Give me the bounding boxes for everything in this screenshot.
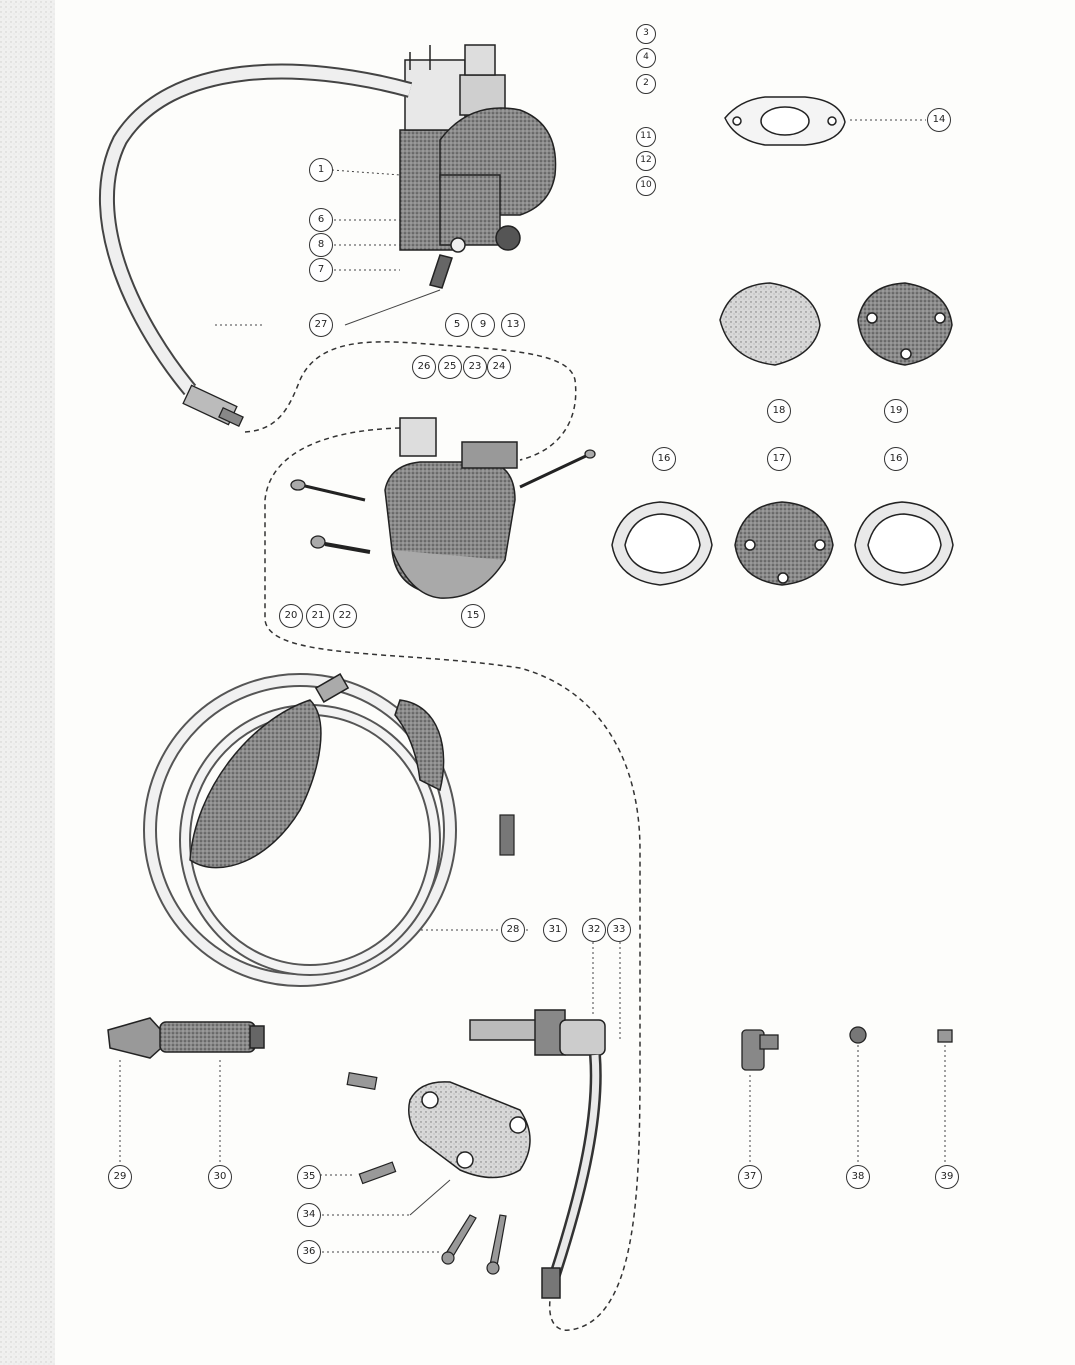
callout-9: 9: [471, 313, 495, 337]
hose-end-fitting: [499, 814, 515, 856]
callout-14: 14: [927, 108, 951, 132]
callout-10: 10: [636, 176, 656, 196]
ball-38: [849, 1026, 867, 1044]
pump-screws: [290, 449, 596, 554]
callout-29: 29: [108, 1165, 132, 1189]
callout-11: 11: [636, 127, 656, 147]
callout-17: 17: [767, 447, 791, 471]
callout-20: 20: [279, 604, 303, 628]
callout-38: 38: [846, 1165, 870, 1189]
gasket-19: [857, 282, 953, 366]
gasket-14: [724, 96, 846, 146]
gasket-17: [734, 501, 834, 586]
fitting-37: [741, 1029, 779, 1071]
carburetor-illustration: [399, 44, 557, 289]
fuel-pump-illustration: [384, 417, 518, 599]
scan-edge-noise: [0, 0, 55, 1365]
hose-fitting-upper: [182, 384, 244, 428]
callout-31: 31: [543, 918, 567, 942]
callout-2: 2: [636, 74, 656, 94]
callout-12: 12: [636, 151, 656, 171]
callout-5: 5: [445, 313, 469, 337]
gasket-16-left: [611, 501, 713, 586]
fuel-connector-29-30: [107, 1017, 265, 1059]
callout-15: 15: [461, 604, 485, 628]
callout-27: 27: [309, 313, 333, 337]
fuel-hose-upper: [98, 63, 413, 396]
callout-7: 7: [309, 258, 333, 282]
callout-24: 24: [487, 355, 511, 379]
diaphragm-18: [719, 282, 821, 366]
callout-23: 23: [463, 355, 487, 379]
callout-25: 25: [438, 355, 462, 379]
callout-1: 1: [309, 158, 333, 182]
callout-4: 4: [636, 48, 656, 68]
screws-35-36: [346, 1071, 507, 1275]
callout-21: 21: [306, 604, 330, 628]
gasket-16-right: [854, 501, 954, 586]
spring-39: [937, 1029, 953, 1043]
callout-36: 36: [297, 1240, 321, 1264]
callout-6: 6: [309, 208, 333, 232]
callout-26: 26: [412, 355, 436, 379]
mounting-plate-34: [408, 1081, 531, 1179]
callout-19: 19: [884, 399, 908, 423]
primer-bulb: [189, 673, 445, 869]
callout-3: 3: [636, 24, 656, 44]
leader-lines: [119, 119, 946, 1253]
callout-32: 32: [582, 918, 606, 942]
callout-35: 35: [297, 1165, 321, 1189]
callout-8: 8: [309, 233, 333, 257]
callout-34: 34: [297, 1203, 321, 1227]
callout-30: 30: [208, 1165, 232, 1189]
callout-18: 18: [767, 399, 791, 423]
callout-33: 33: [607, 918, 631, 942]
callout-22: 22: [333, 604, 357, 628]
callout-13: 13: [501, 313, 525, 337]
callout-37: 37: [738, 1165, 762, 1189]
leader-lines-solid: [344, 289, 451, 1216]
fuel-fitting-32-33: [469, 1009, 606, 1299]
dashed-fuel-route-upper: [244, 341, 577, 461]
callout-28: 28: [501, 918, 525, 942]
dashed-fuel-route-left: [264, 427, 641, 1331]
callout-16-right: 16: [884, 447, 908, 471]
callout-16-left: 16: [652, 447, 676, 471]
callout-39: 39: [935, 1165, 959, 1189]
